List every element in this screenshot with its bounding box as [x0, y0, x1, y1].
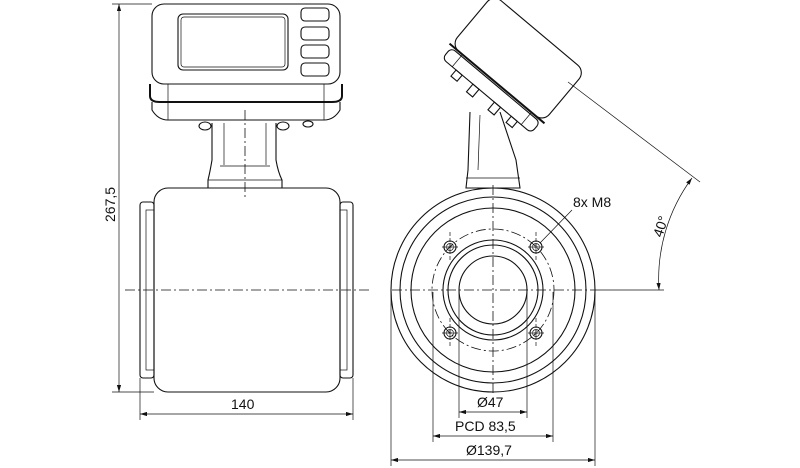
neck	[465, 111, 521, 189]
dimension-bore: Ø47	[477, 394, 504, 410]
dimension-height: 267,5	[102, 187, 118, 222]
side-view: 267,5 140	[102, 3, 372, 420]
rotated-housing	[443, 0, 582, 132]
dimension-flange: Ø139,7	[466, 442, 512, 458]
dimension-length: 140	[231, 396, 255, 412]
angle-label: 40°	[650, 214, 672, 239]
bolt-label: 8x M8	[573, 194, 611, 210]
transmitter-housing	[149, 3, 343, 131]
bolt-holes	[442, 232, 544, 348]
display-screen	[177, 13, 289, 71]
dimension-pcd: PCD 83,5	[455, 418, 516, 434]
keypad-buttons	[300, 7, 330, 77]
front-view: 8x M8 40° Ø47 PCD 83,5 Ø139,7	[390, 0, 701, 466]
